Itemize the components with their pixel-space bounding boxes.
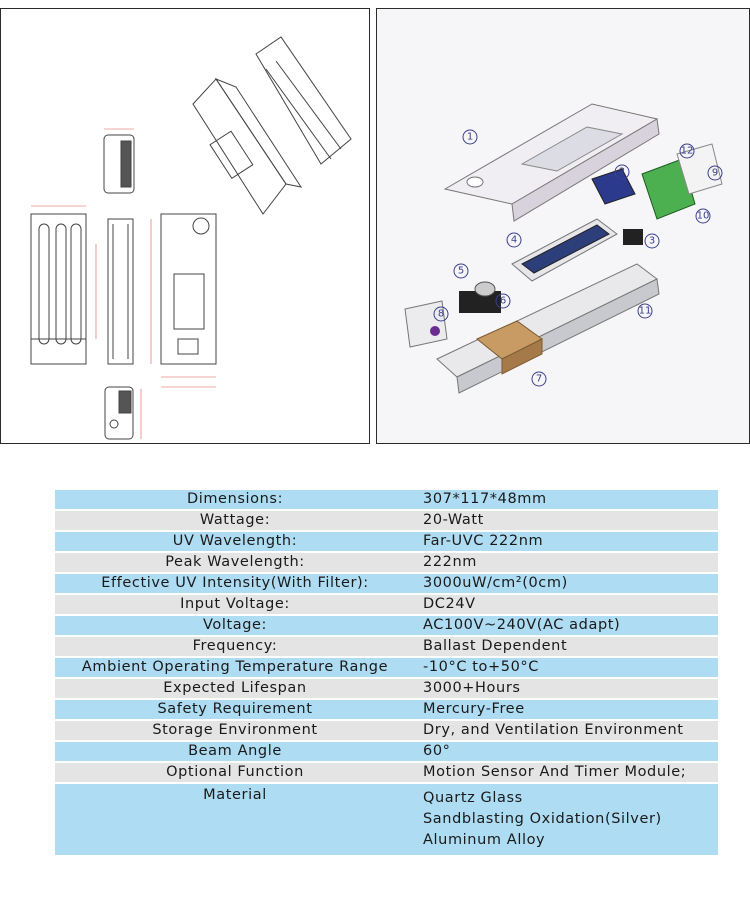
spec-label: UV Wavelength:	[55, 532, 415, 551]
spec-row-uv-intensity: Effective UV Intensity(With Filter): 300…	[55, 574, 718, 593]
callout-5: 5	[458, 266, 464, 277]
spec-row-storage: Storage Environment Dry, and Ventilation…	[55, 721, 718, 740]
spec-value: 222nm	[415, 553, 718, 572]
spec-value: Mercury-Free	[415, 700, 718, 719]
material-item: Aluminum Alloy	[423, 832, 546, 848]
exploded-view-panel: 1 2 3 4 5 6 7 8 9 10 11 12	[376, 8, 750, 444]
spec-label: Peak Wavelength:	[55, 553, 415, 572]
callout-1: 1	[467, 132, 473, 143]
callout-8: 8	[438, 309, 444, 320]
spec-row-dimensions: Dimensions: 307*117*48mm	[55, 490, 718, 509]
spec-value: 307*117*48mm	[415, 490, 718, 509]
spec-label: Safety Requirement	[55, 700, 415, 719]
material-item: Sandblasting Oxidation(Silver)	[423, 811, 662, 827]
callout-10: 10	[697, 211, 710, 222]
spec-row-beam-angle: Beam Angle 60°	[55, 742, 718, 761]
spec-label: Expected Lifespan	[55, 679, 415, 698]
spec-label: Input Voltage:	[55, 595, 415, 614]
callout-11: 11	[639, 306, 652, 317]
spec-row-temperature: Ambient Operating Temperature Range -10°…	[55, 658, 718, 677]
spec-label: Material	[55, 784, 415, 855]
spec-value: 60°	[415, 742, 718, 761]
exploded-assembly: 1 2 3 4 5 6 7 8 9 10 11 12	[404, 103, 723, 394]
spec-row-input-voltage: Input Voltage: DC24V	[55, 595, 718, 614]
spec-value-list: Quartz Glass Sandblasting Oxidation(Silv…	[415, 784, 718, 855]
callout-6: 6	[500, 296, 506, 307]
specification-table: Dimensions: 307*117*48mm Wattage: 20-Wat…	[55, 488, 718, 857]
spec-value: Ballast Dependent	[415, 637, 718, 656]
spec-row-uv-wavelength: UV Wavelength: Far-UVC 222nm	[55, 532, 718, 551]
material-item: Quartz Glass	[423, 790, 523, 806]
spec-value: Far-UVC 222nm	[415, 532, 718, 551]
spec-row-lifespan: Expected Lifespan 3000+Hours	[55, 679, 718, 698]
spec-value: 3000uW/cm²(0cm)	[415, 574, 718, 593]
spec-row-material: Material Quartz Glass Sandblasting Oxida…	[55, 784, 718, 855]
callout-4: 4	[511, 235, 517, 246]
spec-row-safety: Safety Requirement Mercury-Free	[55, 700, 718, 719]
callout-12: 12	[681, 146, 694, 157]
spec-value: Dry, and Ventilation Environment	[415, 721, 718, 740]
spec-row-optional-function: Optional Function Motion Sensor And Time…	[55, 763, 718, 782]
spec-value: DC24V	[415, 595, 718, 614]
spec-value: 20-Watt	[415, 511, 718, 530]
spec-value: -10°C to+50°C	[415, 658, 718, 677]
spec-value: Motion Sensor And Timer Module;	[415, 763, 718, 782]
callout-7: 7	[536, 374, 542, 385]
spec-label: Effective UV Intensity(With Filter):	[55, 574, 415, 593]
spec-label: Wattage:	[55, 511, 415, 530]
technical-drawing-panel	[0, 8, 370, 444]
spec-row-peak-wavelength: Peak Wavelength: 222nm	[55, 553, 718, 572]
spec-label: Storage Environment	[55, 721, 415, 740]
spec-row-frequency: Frequency: Ballast Dependent	[55, 637, 718, 656]
spec-label: Beam Angle	[55, 742, 415, 761]
orthographic-drawings	[30, 36, 352, 440]
spec-value: 3000+Hours	[415, 679, 718, 698]
callout-9: 9	[712, 168, 718, 179]
spec-row-wattage: Wattage: 20-Watt	[55, 511, 718, 530]
spec-label: Dimensions:	[55, 490, 415, 509]
spec-label: Ambient Operating Temperature Range	[55, 658, 415, 677]
callout-2: 2	[619, 167, 625, 178]
spec-label: Frequency:	[55, 637, 415, 656]
spec-value: AC100V~240V(AC adapt)	[415, 616, 718, 635]
callout-3: 3	[649, 236, 655, 247]
spec-label: Voltage:	[55, 616, 415, 635]
spec-row-voltage: Voltage: AC100V~240V(AC adapt)	[55, 616, 718, 635]
spec-label: Optional Function	[55, 763, 415, 782]
